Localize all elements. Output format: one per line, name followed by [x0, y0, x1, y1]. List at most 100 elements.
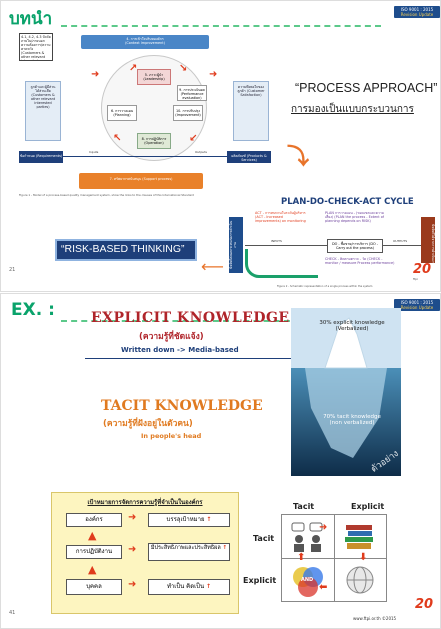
cycle-arrow-4: ↖ — [113, 133, 122, 144]
risk-arrow: ⟵ — [201, 257, 224, 276]
books-icon — [342, 521, 378, 553]
customers-right-box: ความพึงพอใจของลูกค้า (Customer Satisfact… — [233, 81, 269, 141]
km-left-1: องค์กร — [66, 513, 122, 527]
footer-url: www.ftpi.or.th ©2015 — [353, 616, 397, 621]
km-right-3-text: ทำเป็น คิดเป็น — [166, 583, 205, 590]
venn-and-label: AND — [301, 577, 314, 583]
matrix-hline — [282, 558, 386, 559]
customers-left-box: ลูกค้าและผู้มีส่วนได้ส่วนเสีย (Customers… — [25, 81, 61, 141]
matrix-col1: Tacit — [293, 502, 315, 511]
cycle-arrow-5: ➜ — [91, 69, 100, 80]
km-right-2: มีประสิทธิภาพและประสิทธิผล ↑ — [148, 543, 230, 561]
pdca-inputs: INPUTS — [271, 239, 282, 243]
explicit-title: EXPLICIT KNOWLEDGE — [91, 310, 290, 326]
brand-logo-2: 20 — [415, 597, 434, 612]
pdca-left-vertical: ปัจจัยที่ส่งผลกระทบต่อการดำเนินงาน — [229, 217, 243, 273]
tacit-th: (ความรู้ที่ฝังอยู่ในตัวคน) — [103, 419, 193, 429]
process-approach-title: “PROCESS APPROACH” — [295, 81, 438, 95]
iceberg-top-text: 30% explicit knowledge (Verbalized) — [307, 320, 397, 332]
km-header: เป้าหมายการจัดการความรู้ที่จำเป็นในองค์ก… — [87, 499, 203, 506]
km-right-1-text: บรรลุเป้าหมาย — [166, 516, 205, 523]
matrix-row1: Tacit — [253, 534, 275, 543]
fig2-caption: Figure 2 - Schematic representation of a… — [277, 285, 373, 288]
tacit-title: TACIT KNOWLEDGE — [101, 398, 263, 414]
header-dashed-line-2 — [61, 320, 381, 322]
km-right-3: ทำเป็น คิดเป็น ↑ — [148, 579, 230, 595]
iso-badge-line1: ISO 9001 : 2015 — [400, 7, 434, 12]
cycle-arrow-3: ↙ — [189, 133, 198, 144]
pdca-title: PLAN-DO-CHECK-ACT CYCLE — [281, 197, 414, 207]
context-th: 4. การเข้าใจบริบทองค์กร — [126, 37, 164, 41]
performance-box: 9. การประเมินผล (Performance evaluation) — [177, 85, 207, 101]
pdca-act: ACT - การทบทวนในระดับผู้บริหาร (ACT - In… — [255, 211, 306, 223]
explicit-sub: Written down -> Media-based — [121, 346, 239, 354]
pdca-diagram: ปัจจัยที่ส่งผลกระทบต่อการดำเนินงาน ปัจจั… — [229, 209, 437, 291]
up-arrow-icon: ↑ — [206, 516, 212, 523]
risk-based-title: “RISK-BASED THINKING” — [61, 243, 185, 255]
people-chat-icon — [290, 521, 326, 553]
matrix-row2: Explicit — [243, 576, 277, 585]
context-header: 4. การเข้าใจบริบทองค์กร (Context Improve… — [81, 35, 209, 49]
ex-label: EX. : — [11, 300, 55, 320]
matrix-arrow-up: ⬆ — [297, 552, 306, 563]
slide-knowledge: EX. : ISO 9001 : 2015 Revision Update EX… — [0, 293, 441, 629]
km-goals-panel: เป้าหมายการจัดการความรู้ที่จำเป็นในองค์ก… — [51, 492, 239, 614]
km-arrow-right-1: ➜ — [128, 512, 137, 523]
iso-badge-2: ISO 9001 : 2015 Revision Update — [394, 299, 440, 311]
iceberg-top-label: 30% explicit knowledge — [319, 320, 385, 326]
pdca-outputs: OUTPUTS — [393, 239, 408, 243]
km-arrow-right-3: ➜ — [128, 579, 137, 590]
matrix-arrow-down: ⬇ — [359, 552, 368, 563]
km-left-2: การปฏิบัติงาน — [66, 545, 122, 559]
iceberg-top-sub: (Verbalized) — [335, 326, 369, 332]
km-arrow-up-2: ▲ — [88, 563, 97, 576]
cycle-arrow-2: ↘ — [179, 63, 188, 74]
header-dashed-line — [61, 25, 381, 27]
cycle-arrow-6: ➜ — [209, 69, 218, 80]
iceberg-bottom-text: 70% tacit knowledge (non verbalized) — [307, 414, 397, 426]
km-right-1: บรรลุเป้าหมาย ↑ — [148, 513, 230, 527]
note-box: 4.1, 4.2, 4.3 ปัจจัยภายใน/ภายนอก ความต้อ… — [19, 33, 53, 61]
iso-badge: ISO 9001 : 2015 Revision Update — [394, 6, 440, 18]
matrix-arrow-right: ➜ — [319, 522, 328, 533]
fig1-caption: Figure 1 - Model of a process-based qual… — [19, 193, 194, 197]
brand-logo: 20 ftpi — [413, 263, 435, 287]
iceberg-bottom-sub: (non verbalized) — [329, 420, 375, 426]
products-box: ผลิตภัณฑ์ (Products & Services) — [227, 151, 271, 163]
support-box: 7. ทรัพยากรสนับสนุน (Support process) — [79, 173, 203, 189]
planning-box: 6. การวางแผน (Planning) — [107, 105, 137, 121]
up-arrow-icon: ↑ — [205, 583, 212, 590]
context-en: (Context Improvement) — [125, 41, 165, 45]
leadership-box: 5. ภาวะผู้นำ (Leadership) — [137, 69, 171, 85]
pdca-right-vertical: ปัจจัยที่ได้จากการดำเนินงาน — [421, 217, 435, 273]
matrix-arrow-left: ⬅ — [319, 582, 328, 593]
risk-based-box — [55, 239, 197, 261]
km-right-2-text: มีประสิทธิภาพและประสิทธิผล — [150, 545, 221, 551]
cycle-arrow-1: ↗ — [129, 63, 138, 74]
tacit-sub: In people's head — [141, 432, 202, 440]
slide1-page-no: 21 — [9, 267, 16, 273]
km-arrow-up-1: ▲ — [88, 529, 97, 542]
slide-process-approach: บทนำ ISO 9001 : 2015 Revision Update 4.1… — [0, 0, 441, 292]
iceberg-image — [291, 308, 401, 476]
process-approach-th: การมองเป็นแบบกระบวนการ — [291, 104, 414, 115]
pdca-do: DO - ซื้อขาย/การบริการ (DO - Carry out t… — [327, 239, 383, 253]
globe-icon — [344, 563, 376, 597]
km-arrow-right-2: ➜ — [128, 544, 137, 555]
km-left-3: บุคคล — [66, 579, 122, 595]
inputs-arrow-line — [63, 156, 227, 157]
pdca-plan: PLAN การวางแผน - (ขอบเขตและความเสี่ยง) (… — [325, 211, 384, 223]
seci-matrix: AND — [281, 514, 387, 602]
iso-badge-2-line2: Revision Update — [400, 305, 434, 310]
explicit-th: (ความรู้ที่ชัดแจ้ง) — [139, 332, 204, 342]
venn-and-icon: AND — [290, 563, 326, 597]
qms-diagram: 4.1, 4.2, 4.3 ปัจจัยภายใน/ภายนอก ความต้อ… — [19, 33, 271, 191]
iso-badge-2-line1: ISO 9001 : 2015 — [400, 300, 434, 305]
slide2-page-no: 41 — [9, 610, 16, 616]
requirements-box: ข้อกำหนด (Requirements) — [19, 151, 63, 163]
iceberg-bottom-label: 70% tacit knowledge — [323, 414, 381, 420]
divider-line — [85, 358, 305, 359]
curve-arrow-right: ⤵ — [287, 145, 310, 170]
up-arrow-icon: ↑ — [222, 545, 228, 551]
iso-badge-line2: Revision Update — [400, 12, 434, 17]
